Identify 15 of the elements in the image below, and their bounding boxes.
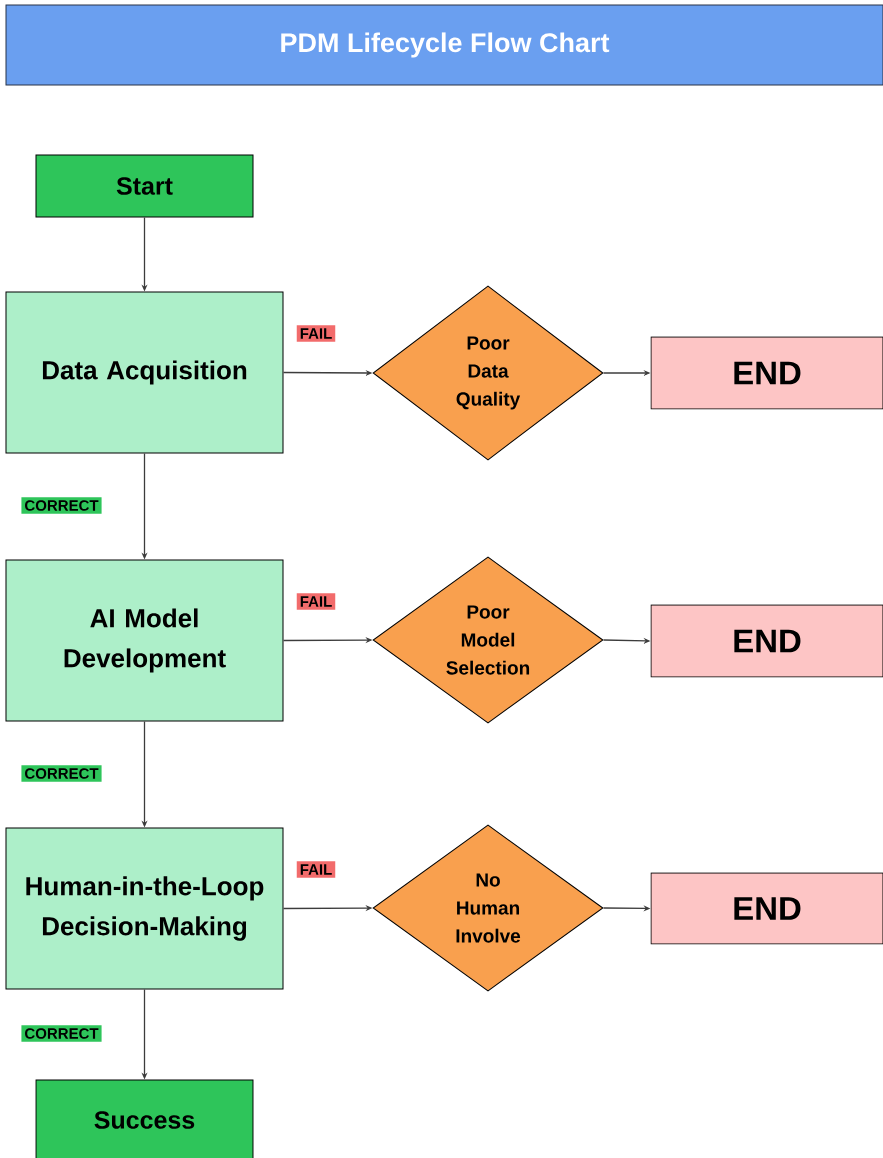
end-box: END [650, 336, 883, 410]
process-box: Data Acquisition [5, 291, 284, 454]
start-end-box: Success [35, 1079, 254, 1158]
process-box: Human-in-the-Loop Decision-Making [5, 827, 284, 990]
fail-tag: FAIL [296, 593, 336, 610]
end-box: END [650, 604, 883, 678]
fail-tag: FAIL [296, 325, 336, 342]
title-band: PDM Lifecycle Flow Chart [5, 4, 883, 86]
start-end-box: Start [35, 154, 254, 218]
fail-tag: FAIL [296, 861, 336, 878]
correct-tag: CORRECT [21, 765, 102, 782]
correct-tag: CORRECT [21, 1025, 102, 1042]
process-box: AI Model Development [5, 559, 284, 722]
correct-tag: CORRECT [21, 497, 102, 514]
end-box: END [650, 872, 883, 945]
